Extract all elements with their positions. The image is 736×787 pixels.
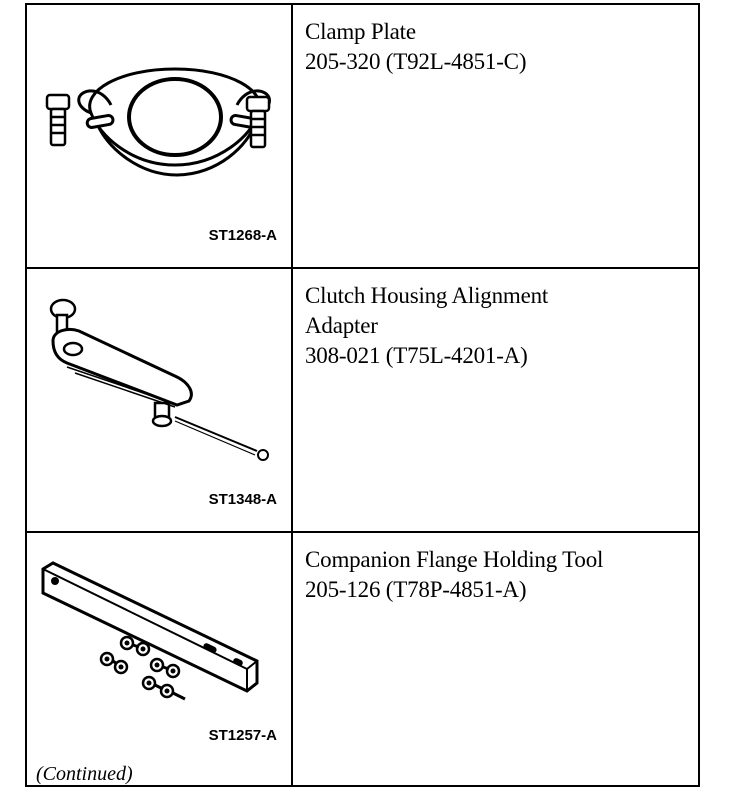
continued-note: (Continued) [36, 763, 133, 785]
tool-description: Companion Flange Holding Tool 205-126 (T… [291, 531, 700, 787]
companion-flange-tool-illustration [41, 561, 259, 701]
tool-description: Clamp Plate 205-320 (T92L-4851-C) [291, 3, 700, 269]
table-row: ST1257-A Companion Flange Holding Tool 2… [25, 531, 700, 787]
tool-name: Clamp Plate [305, 19, 416, 44]
tool-number: 308-021 (T75L-4201-A) [305, 343, 528, 368]
figure-cell: ST1348-A [25, 267, 293, 533]
figure-cell: ST1257-A [25, 531, 293, 787]
tool-number: 205-320 (T92L-4851-C) [305, 49, 527, 74]
table-row: ST1348-A Clutch Housing Alignment Adapte… [25, 267, 700, 533]
tool-name-line1: Clutch Housing Alignment [305, 283, 549, 308]
tool-description: Clutch Housing Alignment Adapter 308-021… [291, 267, 700, 533]
special-tools-table: ST1268-A Clamp Plate 205-320 (T92L-4851-… [25, 3, 700, 787]
tool-name: Companion Flange Holding Tool [305, 547, 604, 572]
tool-name-line2: Adapter [305, 313, 378, 338]
clamp-plate-illustration [45, 67, 271, 177]
figure-id: ST1348-A [208, 491, 277, 508]
figure-cell: ST1268-A [25, 3, 293, 269]
table-row: ST1268-A Clamp Plate 205-320 (T92L-4851-… [25, 3, 700, 269]
figure-id: ST1268-A [208, 227, 277, 244]
tool-number: 205-126 (T78P-4851-A) [305, 577, 527, 602]
figure-id: ST1257-A [208, 727, 277, 744]
clutch-housing-adapter-illustration [49, 298, 269, 461]
